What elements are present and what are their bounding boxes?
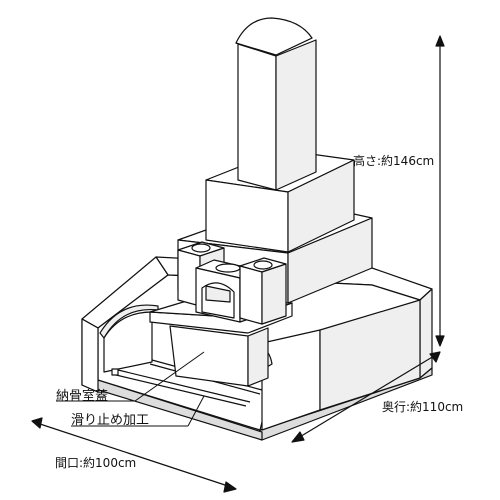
vase-right bbox=[239, 257, 287, 325]
dimension-width-arrow bbox=[31, 417, 237, 493]
dimension-depth-arrow bbox=[291, 351, 441, 443]
dimension-height-arrow bbox=[435, 35, 445, 347]
callout-leaders bbox=[56, 351, 205, 427]
height-dimension-label: 高さ:約146cm bbox=[353, 154, 435, 168]
depth-dimension-label: 奥行:約110cm bbox=[382, 400, 464, 414]
width-dimension-label: 間口:約100cm bbox=[55, 456, 137, 470]
ossuary-lid-callout: 納骨室蓋 bbox=[56, 389, 109, 404]
non-slip-callout: 滑り止め加工 bbox=[71, 413, 150, 428]
main-column bbox=[235, 17, 317, 191]
